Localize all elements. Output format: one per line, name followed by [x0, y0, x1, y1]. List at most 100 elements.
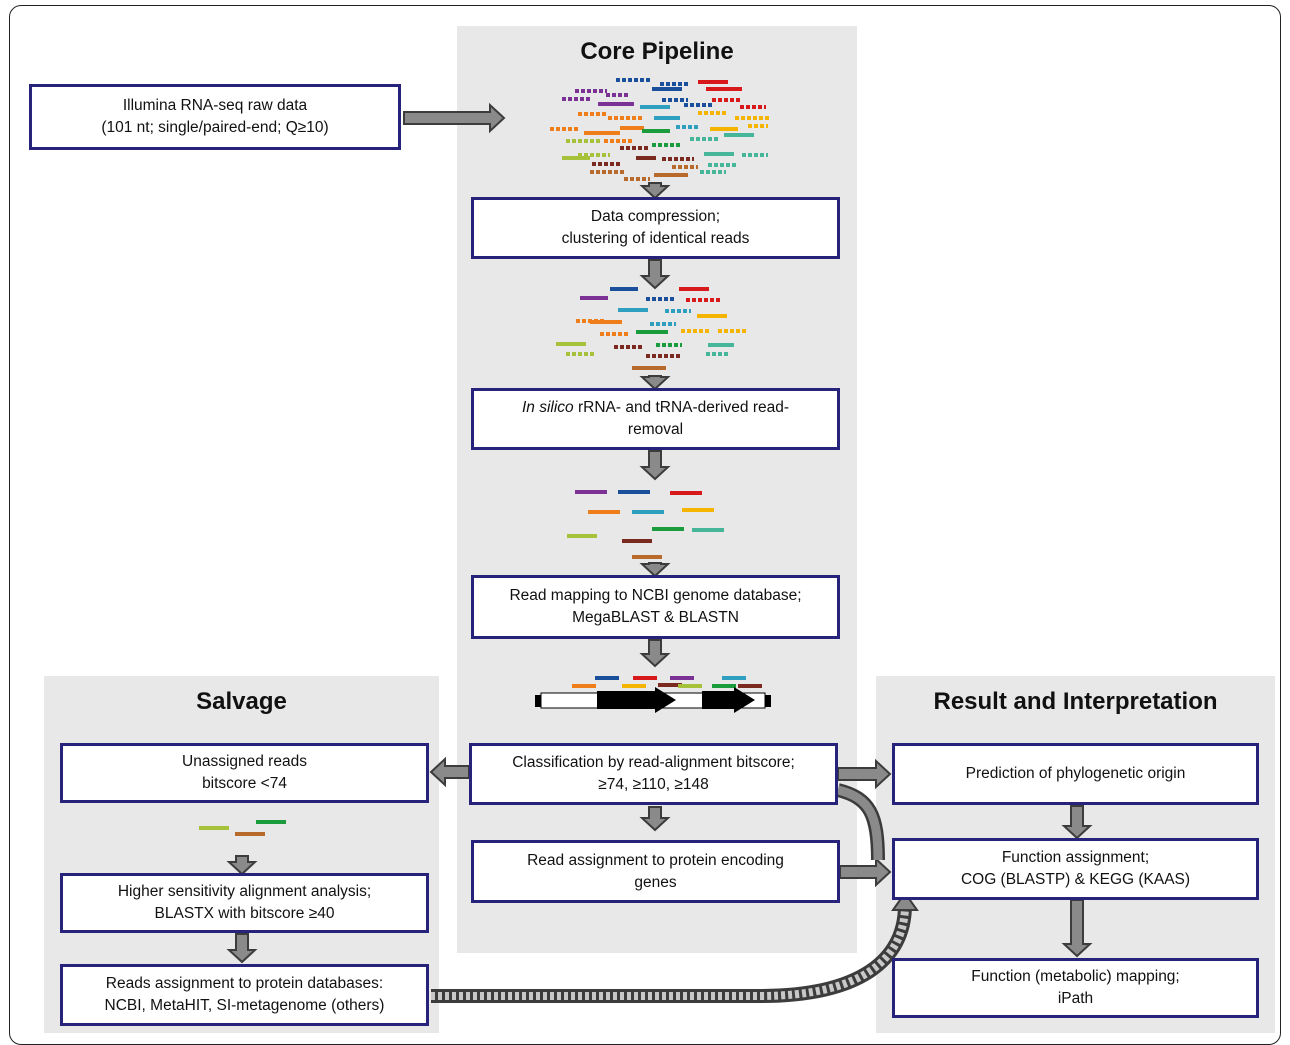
- unassigned-box: Unassigned reads bitscore <74: [60, 743, 429, 803]
- aligned-read-7: [678, 684, 702, 688]
- compressed-read-0: [610, 287, 638, 291]
- raw-read-21: [620, 126, 644, 130]
- aligned-read-6: [658, 683, 682, 687]
- compressed-read-1: [679, 287, 709, 291]
- core-pipeline-title: Core Pipeline: [580, 38, 734, 65]
- compressed-read-2: [580, 296, 608, 300]
- compressed-read-22: [632, 366, 666, 370]
- aligned-read-2: [670, 676, 694, 680]
- filtered-read-3: [588, 510, 620, 514]
- raw-read-10: [640, 105, 670, 109]
- filtered-read-2: [670, 491, 702, 495]
- raw-read-36: [562, 156, 590, 160]
- func-line1: Function assignment;: [1001, 849, 1150, 866]
- classification-to-protein-arrow: [639, 806, 671, 832]
- function-to-mapping-arrow: [1061, 899, 1093, 958]
- raw-read-34: [704, 152, 734, 156]
- compressed-read-7: [697, 314, 727, 318]
- gene-arrow-2: [702, 687, 755, 713]
- compression-box: Data compression; clustering of identica…: [471, 197, 840, 259]
- input-to-reads-arrow: [403, 102, 506, 134]
- aligned-read-9: [738, 684, 762, 688]
- blastx-line2: BLASTX with bitscore ≥40: [154, 905, 335, 922]
- result-title: Result and Interpretation: [933, 688, 1218, 715]
- compression-line1: Data compression;: [590, 208, 721, 225]
- classification-box: Classification by read-alignment bitscor…: [469, 743, 838, 805]
- raw-read-43: [654, 173, 688, 177]
- rrna-to-reads-arrow: [639, 450, 671, 481]
- compressed-read-18: [708, 343, 734, 347]
- ipath-line1: Function (metabolic) mapping;: [971, 968, 1180, 985]
- raw-read-20: [584, 131, 620, 135]
- aligned-read-3: [722, 676, 746, 680]
- classification-to-phylo-arrow: [837, 758, 892, 790]
- reads-to-compression-arrow: [639, 182, 671, 200]
- blastx-line1: Higher sensitivity alignment analysis;: [117, 883, 372, 900]
- filtered-read-10: [632, 555, 662, 559]
- classification-to-unassigned-arrow: [429, 756, 470, 788]
- raw-read-4: [706, 87, 742, 91]
- reads-to-mapping-arrow: [639, 562, 671, 578]
- aligned-read-0: [595, 676, 619, 680]
- phylo-line1: Prediction of phylogenetic origin: [965, 765, 1186, 782]
- ipath-line2: iPath: [1057, 990, 1094, 1007]
- aligned-read-8: [712, 684, 736, 688]
- phylogenetic-box: Prediction of phylogenetic origin: [892, 743, 1259, 805]
- filtered-read-4: [632, 510, 664, 514]
- compressed-read-5: [618, 308, 648, 312]
- rrna-rest: rRNA- and tRNA-derived read-: [573, 399, 790, 416]
- raw-read-24: [710, 127, 738, 131]
- rrna-italic: In silico: [521, 399, 574, 416]
- mapping-line2: MegaBLAST & BLASTN: [572, 609, 739, 626]
- reads-to-rrna-arrow: [639, 375, 671, 391]
- blastx-to-protdb-arrow: [226, 933, 258, 964]
- raw-read-30: [724, 133, 754, 137]
- function-assignment-box: Function assignment; COG (BLASTP) & KEGG…: [892, 838, 1259, 900]
- aligned-read-5: [622, 684, 646, 688]
- filtered-read-5: [682, 508, 714, 512]
- filtered-read-7: [692, 528, 724, 532]
- protein-line1: Read assignment to protein encoding: [527, 851, 784, 869]
- gene-cap-left: [535, 695, 541, 707]
- compression-line2: clustering of identical reads: [561, 230, 750, 247]
- unassigned-line1: Unassigned reads: [182, 753, 307, 770]
- protein-to-function-arrow: [839, 856, 892, 888]
- filtered-read-1: [618, 490, 650, 494]
- raw-read-16: [654, 116, 680, 120]
- aligned-read-4: [572, 684, 596, 688]
- raw-read-22: [642, 129, 670, 133]
- filtered-read-9: [622, 539, 652, 543]
- protdb-line2: NCBI, MetaHIT, SI-metagenome (others): [104, 997, 385, 1014]
- rrna-removal-box: In silico rRNA- and tRNA-derived read- r…: [471, 388, 840, 450]
- raw-read-9: [598, 102, 634, 106]
- classification-line1: Classification by read-alignment bitscor…: [512, 754, 795, 771]
- filtered-read-0: [575, 490, 607, 494]
- protdb-to-function-arrowhead: [891, 891, 919, 911]
- blastx-box: Higher sensitivity alignment analysis; B…: [60, 873, 429, 933]
- salvage-title: Salvage: [196, 688, 287, 715]
- compressed-read-9: [590, 320, 622, 324]
- unassigned-read-1: [256, 820, 286, 824]
- unassigned-line2: bitscore <74: [202, 775, 287, 792]
- input-line1: Illumina RNA-seq raw data: [122, 97, 308, 114]
- protdb-to-function-dashed-fill: [431, 904, 909, 1000]
- rrna-line2: removal: [627, 421, 684, 438]
- mapping-to-gene-arrow: [639, 639, 671, 668]
- protein-line2: genes: [634, 873, 677, 891]
- rrna-line1: In silico rRNA- and tRNA-derived read-: [522, 397, 789, 419]
- raw-read-38: [636, 156, 656, 160]
- input-line2: (101 nt; single/paired-end; Q≥10): [101, 119, 329, 136]
- protein-assignment-box: Read assignment to protein encoding gene…: [471, 840, 840, 903]
- compression-to-reads-arrow: [639, 259, 671, 290]
- filtered-read-8: [567, 534, 597, 538]
- compressed-read-15: [556, 342, 586, 346]
- classification-curve-fill: [836, 785, 883, 861]
- compressed-read-11: [636, 330, 668, 334]
- mapping-line1: Read mapping to NCBI genome database;: [509, 587, 802, 604]
- input-box: Illumina RNA-seq raw data (101 nt; singl…: [29, 84, 401, 150]
- unassigned-read-2: [235, 832, 265, 836]
- mapping-box: Read mapping to NCBI genome database; Me…: [471, 575, 840, 639]
- protein-db-box: Reads assignment to protein databases: N…: [60, 964, 429, 1026]
- unassigned-read-0: [199, 826, 229, 830]
